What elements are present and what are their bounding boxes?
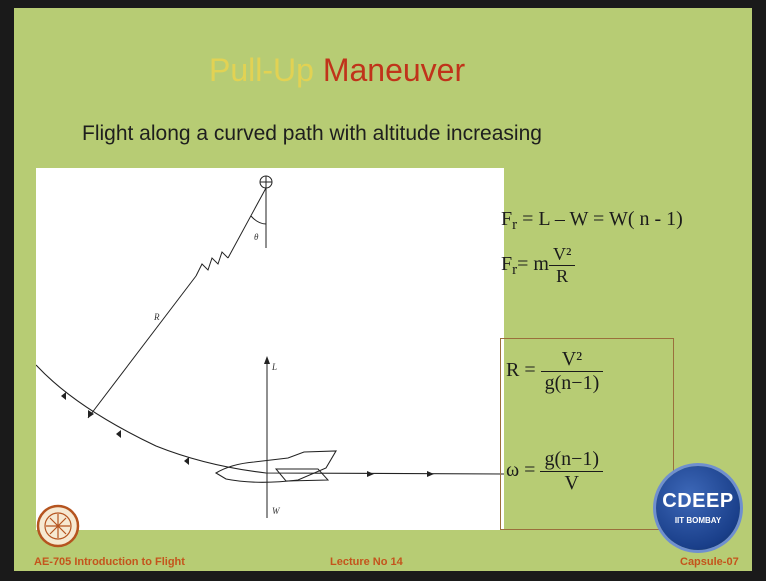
footer-capsule: Capsule-07 bbox=[680, 556, 739, 568]
slide-title: Pull-Up Maneuver bbox=[209, 52, 465, 89]
result-box bbox=[500, 338, 674, 530]
footer-lecture: Lecture No 14 bbox=[330, 556, 403, 568]
footer-course: AE-705 Introduction to Flight bbox=[34, 556, 185, 568]
theta-label: θ bbox=[254, 232, 259, 242]
lift-label: L bbox=[271, 362, 277, 372]
weight-label: W bbox=[272, 506, 281, 516]
radius-label: R bbox=[153, 312, 160, 322]
slide-subtitle: Flight along a curved path with altitude… bbox=[82, 122, 542, 145]
pull-up-diagram: θ R L W bbox=[36, 168, 504, 530]
equation-turn-rate: ω = g(n−1)V bbox=[506, 448, 604, 495]
cdeep-logo: CDEEP IIT BOMBAY bbox=[656, 466, 740, 550]
iit-bombay-emblem bbox=[36, 504, 80, 548]
title-word-maneuver: Maneuver bbox=[322, 52, 466, 88]
slide: Pull-Up Maneuver Flight along a curved p… bbox=[14, 8, 752, 571]
title-word-pullup: Pull-Up bbox=[209, 52, 314, 88]
equation-force-weight: Fr = L – W = W( n - 1) bbox=[501, 208, 683, 233]
